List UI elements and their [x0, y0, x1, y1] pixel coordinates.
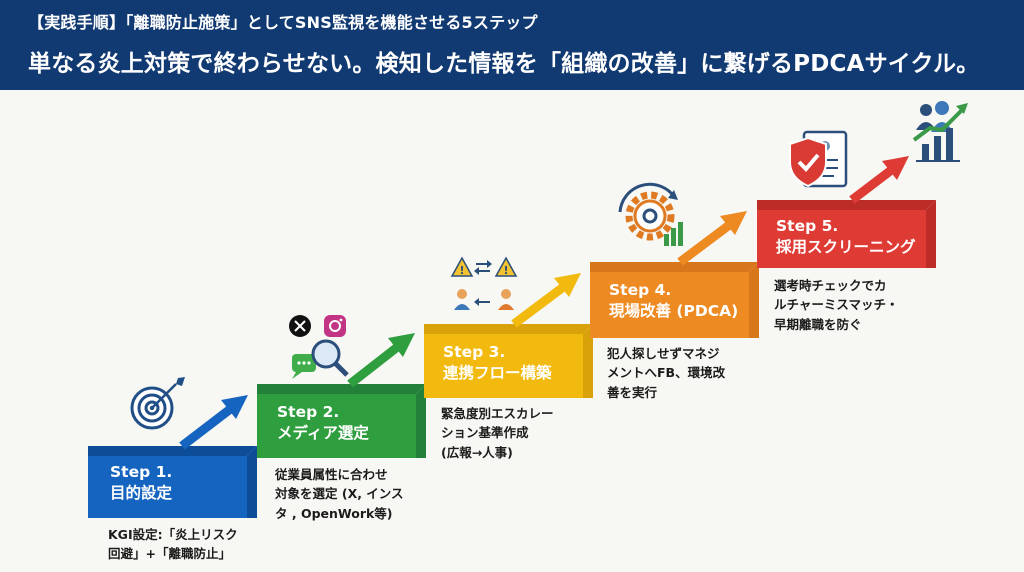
- step-3-desc-line: (広報→人事): [441, 444, 513, 460]
- svg-text:!: !: [503, 264, 508, 277]
- step-5-desc-line: ルチャーミスマッチ・: [774, 297, 899, 313]
- step-3-description: 緊急度別エスカレー ション基準作成 (広報→人事): [441, 404, 554, 462]
- step-2-side: [416, 384, 426, 458]
- step-5-number: Step 5.: [776, 217, 839, 235]
- step-1-top: [88, 446, 257, 456]
- step-1-side: [247, 446, 257, 518]
- step-5-desc-line: 早期離職を防ぐ: [774, 316, 862, 332]
- target-icon: [130, 377, 185, 430]
- step-2-desc-line: タ , OpenWork等): [275, 505, 393, 521]
- step-3-desc-line: 緊急度別エスカレー: [441, 406, 554, 421]
- step-4-side: [749, 262, 759, 338]
- step-4-desc-line: 犯人探しせずマネジ: [607, 346, 720, 361]
- step-5-label: Step 5. 採用スクリーニング: [776, 216, 916, 258]
- header-banner: 【実践手順】「離職防止施策」としてSNS監視を機能させる5ステップ 単なる炎上対…: [0, 0, 1024, 90]
- arrow-step-4: [677, 211, 747, 266]
- arrow-step-3: [511, 273, 581, 328]
- step-2-title: メディア選定: [277, 423, 369, 442]
- step-3-number: Step 3.: [443, 343, 506, 361]
- step-1-desc-line: 回避」+「離職防止」: [108, 546, 231, 562]
- step-2-description: 従業員属性に合わせ 対象を選定 (X, インス タ , OpenWork等): [275, 465, 404, 523]
- arrow-step-2: [347, 333, 415, 388]
- step-5-top: [757, 200, 936, 210]
- step-1-description: KGI設定:「炎上リスク 回避」+「離職防止」: [108, 525, 238, 564]
- step-4-top: [590, 262, 759, 272]
- people-growth-chart-icon: [912, 101, 968, 162]
- step-5-desc-line: 選考時チェックでカ: [774, 278, 887, 293]
- step-4-block: [590, 272, 749, 338]
- step-2-label: Step 2. メディア選定: [277, 402, 369, 444]
- step-4-title: 現場改善 (PDCA): [609, 301, 739, 320]
- header-title: 単なる炎上対策で終わらせない。検知した情報を「組織の改善」に繋げるPDCAサイク…: [28, 51, 980, 77]
- step-5-title: 採用スクリーニング: [776, 237, 916, 256]
- step-4-desc-line: メントへFB、環境改: [607, 365, 726, 381]
- step-3-label: Step 3. 連携フロー構築: [443, 342, 552, 384]
- step-4-number: Step 4.: [609, 281, 672, 299]
- social-search-icon: [289, 315, 349, 379]
- step-5-side: [926, 200, 936, 268]
- step-3-desc-line: ション基準作成: [441, 425, 529, 441]
- step-2-block: [257, 394, 416, 458]
- escalation-flow-icon: ! !: [450, 256, 518, 310]
- step-2-desc-line: 従業員属性に合わせ: [275, 467, 388, 482]
- step-3-block: [424, 334, 583, 398]
- step-1-title: 目的設定: [110, 483, 173, 502]
- step-4-label: Step 4. 現場改善 (PDCA): [609, 280, 738, 322]
- step-1-number: Step 1.: [110, 463, 173, 481]
- step-2-desc-line: 対象を選定 (X, インス: [275, 486, 404, 502]
- step-1-block: [88, 456, 247, 518]
- gear-growth-icon: [618, 182, 683, 246]
- step-5-description: 選考時チェックでカ ルチャーミスマッチ・ 早期離職を防ぐ: [774, 276, 899, 334]
- arrow-step-5: [849, 156, 909, 204]
- step-3-title: 連携フロー構築: [443, 363, 552, 382]
- step-4-desc-line: 善を実行: [607, 384, 658, 400]
- step-4-description: 犯人探しせずマネジ メントへFB、環境改 善を実行: [607, 344, 725, 402]
- step-2-number: Step 2.: [277, 403, 340, 421]
- step-1-label: Step 1. 目的設定: [110, 462, 172, 504]
- step-3-top: [424, 324, 593, 334]
- svg-text:!: !: [459, 264, 464, 277]
- step-5-block: [757, 210, 926, 268]
- step-3-side: [583, 324, 593, 398]
- step-2-top: [257, 384, 426, 394]
- step-1-desc-line: KGI設定:「炎上リスク: [108, 527, 238, 542]
- arrow-step-1: [179, 395, 248, 450]
- screening-icon: [789, 130, 848, 188]
- header-subtitle: 【実践手順】「離職防止施策」としてSNS監視を機能させる5ステップ: [28, 13, 538, 32]
